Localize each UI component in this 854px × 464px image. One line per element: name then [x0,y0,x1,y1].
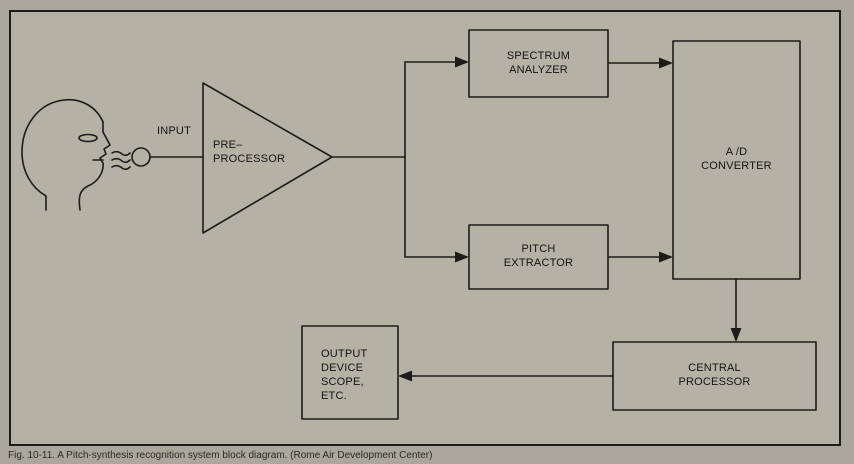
microphone-icon [131,147,151,167]
output-device-label: OUTPUT DEVICE SCOPE, ETC. [321,348,368,402]
diagram-frame [9,10,841,446]
input-label: INPUT [157,125,191,137]
preprocessor-triangle [202,82,333,234]
figure-caption: Fig. 10-11. A Pitch-synthesis recognitio… [8,450,433,461]
head-outline [21,98,104,211]
arrowhead-icon [455,251,469,263]
preprocessor-label: PRE– PROCESSOR [213,139,286,165]
arrowhead-icon [455,56,469,68]
ad-converter-label: A /D CONVERTER [701,146,772,172]
arrowhead-icon [730,328,742,342]
spectrum-analyzer-label: SPECTRUM ANALYZER [506,50,571,76]
central-processor-label: CENTRAL PROCESSOR [678,362,751,388]
face-profile [78,121,111,211]
speech-wave-icon [111,157,131,164]
eye-icon [78,133,98,143]
arrowhead-icon [659,251,673,263]
arrowhead-icon [659,57,673,69]
pitch-extractor-label: PITCH EXTRACTOR [503,243,574,269]
speech-wave-icon [111,164,131,171]
arrowhead-icon [398,370,412,382]
speech-wave-icon [111,150,131,157]
output-device-box [301,325,399,420]
